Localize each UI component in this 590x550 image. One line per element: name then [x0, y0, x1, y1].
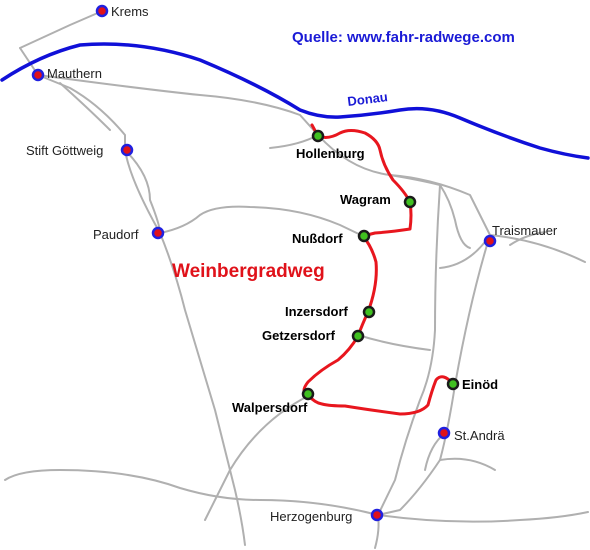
town-label: Paudorf [93, 227, 139, 242]
source-credit: Quelle: www.fahr-radwege.com [292, 29, 515, 46]
road [489, 234, 586, 263]
stop-marker-inzersdorf: Inzersdorf [285, 304, 376, 319]
town-marker-mauthern: Mauthern [31, 66, 102, 82]
route-title: Weinbergradweg [172, 261, 325, 282]
route-weinbergradweg [302, 123, 455, 416]
town-label: Herzogenburg [270, 509, 352, 524]
stop-label: Einöd [462, 377, 498, 392]
town-label: Krems [111, 4, 149, 19]
road [124, 149, 161, 234]
road [204, 394, 311, 521]
town-marker-herzogenburg: Herzogenburg [270, 508, 384, 524]
stop-label: Nußdorf [292, 231, 343, 246]
town-marker-traismauer: Traismauer [483, 223, 558, 248]
stop-marker-nussdorf: Nußdorf [292, 229, 371, 246]
road [377, 234, 491, 516]
river-donau [0, 42, 590, 160]
stop-marker-hollenburg: Hollenburg [296, 129, 365, 161]
road [509, 231, 546, 246]
stop-marker-walpersdorf: Walpersdorf [232, 387, 315, 415]
stop-marker-wagram: Wagram [340, 192, 417, 209]
town-label: Mauthern [47, 66, 102, 81]
town-label: St.Andrä [454, 428, 505, 443]
stop-label: Hollenburg [296, 146, 365, 161]
road [439, 457, 496, 471]
stop-marker-einoed: Einöd [446, 377, 498, 392]
road [377, 184, 441, 516]
town-marker-stift-goettweig: Stift Göttweig [26, 143, 134, 158]
road [159, 205, 364, 237]
route-stops: Hollenburg Wagram Nußdorf Inzersdorf Get… [232, 129, 498, 415]
stop-label: Inzersdorf [285, 304, 349, 319]
towns: Krems Mauthern Stift Göttweig Paudorf Tr… [26, 4, 558, 524]
town-marker-krems: Krems [95, 4, 149, 19]
stop-label: Getzersdorf [262, 328, 336, 343]
road [377, 511, 589, 523]
road [59, 82, 111, 131]
town-marker-paudorf: Paudorf [93, 226, 165, 242]
stop-label: Wagram [340, 192, 391, 207]
road-network [4, 11, 589, 549]
road [37, 74, 319, 136]
road [37, 74, 126, 151]
road [357, 334, 431, 351]
stop-marker-getzersdorf: Getzersdorf [262, 328, 365, 343]
town-label: Traismauer [492, 223, 558, 238]
road [389, 174, 471, 249]
town-label: Stift Göttweig [26, 143, 103, 158]
road [19, 11, 101, 49]
road [124, 149, 161, 234]
stop-label: Walpersdorf [232, 400, 308, 415]
road [4, 469, 379, 516]
town-marker-st-andrae: St.Andrä [437, 426, 505, 443]
river-label: Donau [347, 89, 389, 109]
